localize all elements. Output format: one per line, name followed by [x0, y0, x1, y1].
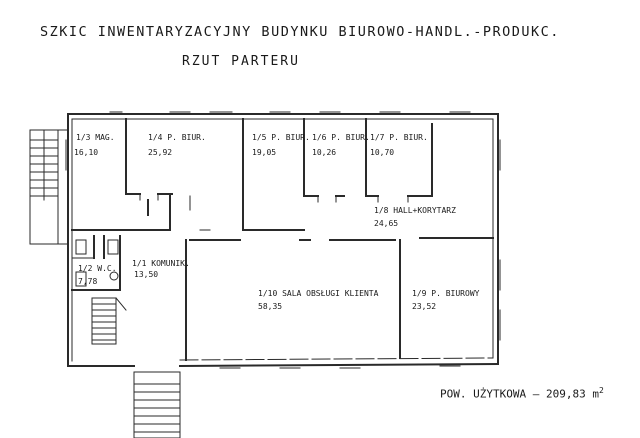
- room-label-1-3: 1/3 MAG.: [76, 133, 115, 142]
- plan-subtitle: RZUT PARTERU: [182, 54, 300, 69]
- room-area-1-7: 10,70: [370, 148, 395, 157]
- room-area-1-1: 13,50: [134, 270, 159, 279]
- window-marks: [65, 111, 501, 369]
- outer-walls: [67, 113, 500, 368]
- room-label-1-10: 1/10 SALA OBSŁUGI KLIENTA: [258, 289, 379, 298]
- room-area-1-9: 23,52: [412, 302, 437, 311]
- usable-area-total: POW. UŻYTKOWA – 209,83 m2: [440, 386, 604, 401]
- room-area-1-4: 25,92: [148, 148, 173, 157]
- room-label-1-1: 1/1 KOMUNIK.: [132, 259, 190, 268]
- room-area-1-2: 7,78: [78, 277, 98, 286]
- wc-fixtures: [75, 239, 119, 287]
- room-label-1-9: 1/9 P. BIUROWY: [412, 289, 480, 298]
- room-label-1-5: 1/5 P. BIUR.: [252, 133, 310, 142]
- room-area-1-10: 58,35: [258, 302, 283, 311]
- room-label-1-4: 1/4 P. BIUR.: [148, 133, 206, 142]
- room-label-1-7: 1/7 P. BIUR.: [370, 133, 428, 142]
- room-area-1-5: 19,05: [252, 148, 277, 157]
- door-marks: [139, 193, 409, 231]
- room-area-1-8: 24,65: [374, 219, 399, 228]
- room-label-1-8: 1/8 HALL+KORYTARZ: [374, 206, 456, 215]
- plan-title: SZKIC INWENTARYZACYJNY BUDYNKU BIUROWO-H…: [40, 24, 560, 40]
- room-label-1-6: 1/6 P. BIUR.: [312, 133, 370, 142]
- left-entrance-stairs: [29, 129, 69, 245]
- room-area-1-6: 10,26: [312, 148, 337, 157]
- room-area-1-3: 16,10: [74, 148, 99, 157]
- room-label-1-2: 1/2 W.C.: [78, 264, 117, 273]
- inner-stairs: [91, 297, 127, 345]
- interior-walls: [71, 118, 494, 361]
- bottom-entrance-stairs: [133, 371, 181, 438]
